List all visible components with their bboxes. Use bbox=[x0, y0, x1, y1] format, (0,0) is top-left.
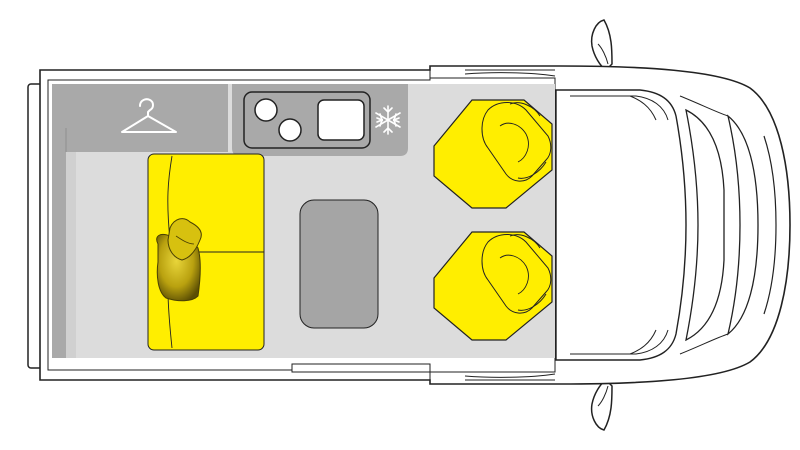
rear-floor-strip bbox=[52, 84, 66, 358]
clothes-hanger-icon bbox=[121, 98, 177, 133]
side-mirror-bottom bbox=[590, 379, 613, 431]
kitchen-unit bbox=[232, 84, 408, 156]
swivel-seat-driver bbox=[433, 99, 553, 209]
wardrobe-cabinet bbox=[52, 84, 228, 152]
cushion-icon bbox=[156, 218, 202, 302]
dining-table bbox=[299, 199, 379, 329]
bench-seat bbox=[147, 153, 265, 351]
snowflake-fridge-icon bbox=[375, 105, 401, 135]
stove-burner-icon bbox=[278, 118, 302, 142]
cab-cockpit bbox=[555, 89, 687, 361]
sink-icon bbox=[317, 99, 365, 141]
windshield bbox=[679, 95, 777, 355]
swivel-seat-passenger bbox=[433, 231, 553, 341]
stove-burner-icon bbox=[254, 98, 278, 122]
sliding-door-track bbox=[291, 363, 431, 373]
side-mirror-top bbox=[590, 19, 613, 71]
